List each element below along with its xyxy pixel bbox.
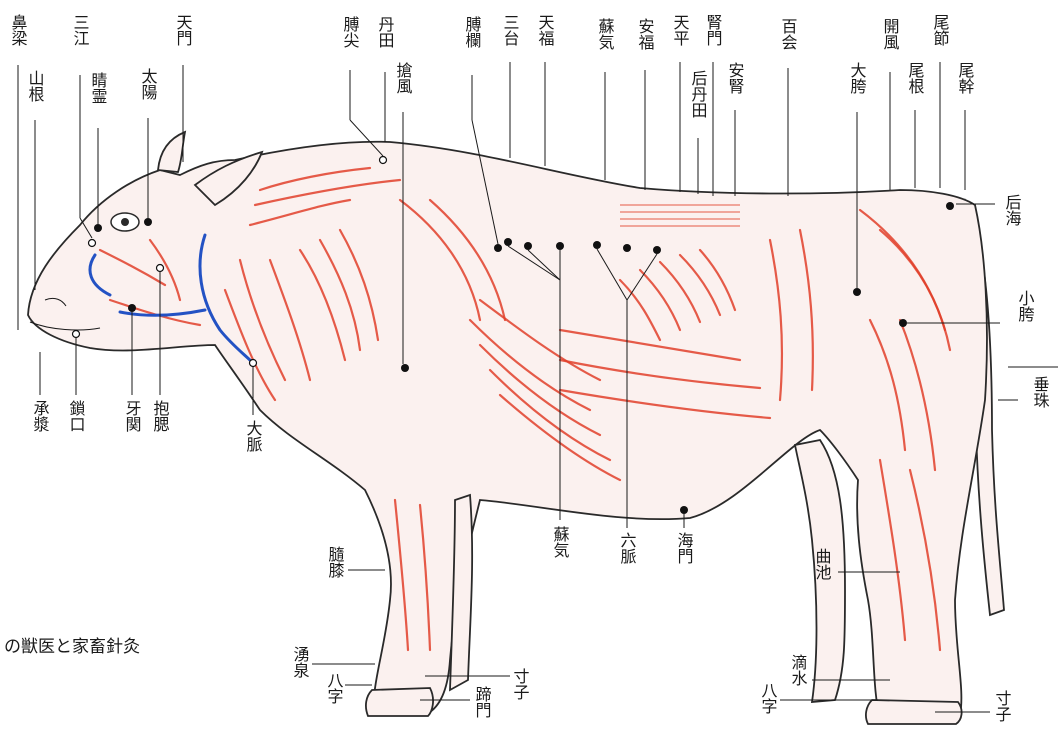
cow-horn [158, 132, 185, 172]
label-kokai: 后海 [1003, 194, 1022, 226]
point-seirei [94, 224, 102, 232]
label-anjin: 安腎 [726, 62, 745, 95]
point-kaimon [680, 506, 688, 514]
label-shitsushitsu: 膸膝 [326, 546, 345, 579]
point-kenran-3 [524, 242, 532, 250]
label-kaifuu: 開風 [881, 18, 900, 51]
label-kaimon: 海門 [675, 532, 694, 565]
point-gakan [128, 304, 136, 312]
point-houtai [157, 265, 164, 272]
label-shoukou: 承漿 [31, 400, 50, 432]
label-anpuku: 安福 [636, 18, 655, 50]
label-soki-top: 蘇気 [596, 18, 615, 51]
point-kokai [946, 202, 954, 210]
label-suishu: 垂珠 [1031, 376, 1050, 408]
label-sunshi-front: 寸子 [511, 668, 530, 700]
label-sakou: 鎖口 [67, 400, 86, 432]
point-taiyou [144, 218, 152, 226]
label-yusen: 湧泉 [291, 646, 310, 678]
label-seirei: 睛霊 [89, 72, 108, 104]
label-sandai: 三台 [501, 14, 520, 46]
label-kotanden: 后丹田 [689, 70, 708, 118]
label-houtai: 抱腮 [151, 400, 170, 433]
label-shouko: 小胯 [1016, 290, 1035, 323]
label-hachiji-rear: 八字 [759, 682, 778, 714]
point-daiko [853, 288, 861, 296]
label-sankou: 三江 [71, 14, 90, 46]
label-soufu: 搶風 [394, 61, 413, 95]
point-rokumyaku-3 [653, 246, 661, 254]
label-sanko: 山根 [26, 70, 45, 102]
label-gakan: 牙関 [123, 400, 142, 433]
label-taiyou: 太陽 [139, 68, 158, 100]
point-kenshi [380, 157, 387, 164]
point-shouko [899, 319, 907, 327]
point-kenran-1 [494, 244, 502, 252]
point-kenran-2 [504, 238, 512, 246]
label-tenpei: 天平 [671, 14, 690, 46]
label-rokumyaku: 六脈 [618, 532, 637, 565]
label-tanden: 丹田 [376, 16, 395, 48]
label-hyakue: 百会 [779, 18, 798, 50]
point-sankou [89, 240, 96, 247]
source-caption: の獣医と家畜針灸 [4, 637, 140, 657]
point-sakou [73, 331, 80, 338]
point-rokumyaku-2 [623, 244, 631, 252]
label-kenshi: 膊尖 [341, 16, 360, 48]
point-rokumyaku-1 [593, 241, 601, 249]
label-sunshi-rear: 寸子 [993, 690, 1012, 722]
cow-pupil [121, 218, 129, 226]
label-bikon: 尾根 [906, 62, 925, 94]
label-tenmon: 天門 [174, 14, 193, 47]
label-bikan: 尾幹 [956, 62, 975, 94]
label-teimon: 蹄門 [473, 686, 492, 719]
label-soki-bottom: 蘇気 [551, 526, 570, 559]
label-daiko: 大胯 [848, 62, 867, 95]
label-tenpuku: 天福 [536, 14, 555, 46]
cow-illustration [28, 132, 1004, 724]
cow-front-hoof [366, 688, 433, 716]
label-hachiji-front: 八字 [325, 672, 344, 704]
label-kyokuchi: 曲池 [813, 548, 832, 580]
label-kenran: 膊欄 [463, 16, 482, 48]
point-soki [556, 242, 564, 250]
point-daimyaku [250, 360, 257, 367]
label-daimyaku: 大脈 [244, 420, 263, 453]
label-tekisui: 滴水 [789, 654, 808, 686]
label-bisetsu: 尾節 [931, 14, 950, 46]
label-bikyou: 鼻梁 [9, 14, 28, 46]
point-soufu [401, 364, 409, 372]
label-jinmon: 腎門 [704, 14, 723, 47]
